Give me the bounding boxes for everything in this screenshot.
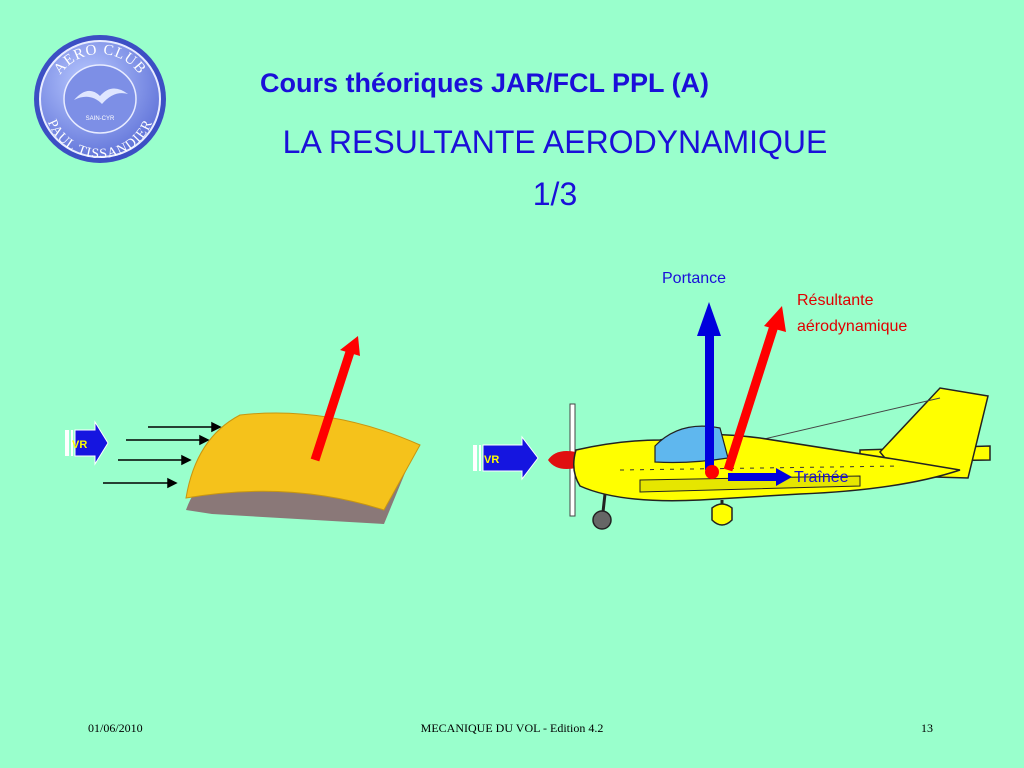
airfoil-vr-label: VR	[72, 439, 87, 451]
course-title: Cours théoriques JAR/FCL PPL (A)	[260, 68, 710, 98]
airfoil-wind-arrow: VR	[65, 420, 109, 466]
resultant-arrow	[723, 306, 786, 472]
footer-date: 01/06/2010	[88, 721, 143, 735]
footer-page-number: 13	[921, 721, 933, 735]
logo-center-text: SAIN-CYR	[86, 116, 115, 122]
portance-label: Portance	[662, 270, 726, 287]
wing-resultant-arrow	[310, 336, 360, 462]
bird-icon	[74, 88, 128, 104]
lift-arrow	[697, 302, 721, 470]
resultante-label-line2: aérodynamique	[797, 318, 907, 335]
aero-club-logo: AERO CLUB PAUL TISSANDIER SAIN-CYR	[34, 35, 166, 163]
airplane	[548, 387, 991, 530]
plane-vr-label: VR	[484, 454, 499, 466]
drag-arrow	[728, 468, 792, 486]
trainee-label: Traînée	[794, 469, 849, 486]
airstream-lines	[103, 421, 222, 489]
footer-title: MECANIQUE DU VOL - Edition 4.2	[420, 721, 604, 735]
plane-wind-arrow: VR	[473, 435, 539, 481]
aerodynamic-center	[705, 465, 719, 479]
page-title: LA RESULTANTE AERODYNAMIQUE	[282, 124, 828, 160]
page-subtitle: 1/3	[532, 176, 578, 212]
wing-section	[185, 412, 421, 524]
resultante-label-line1: Résultante	[797, 292, 874, 309]
